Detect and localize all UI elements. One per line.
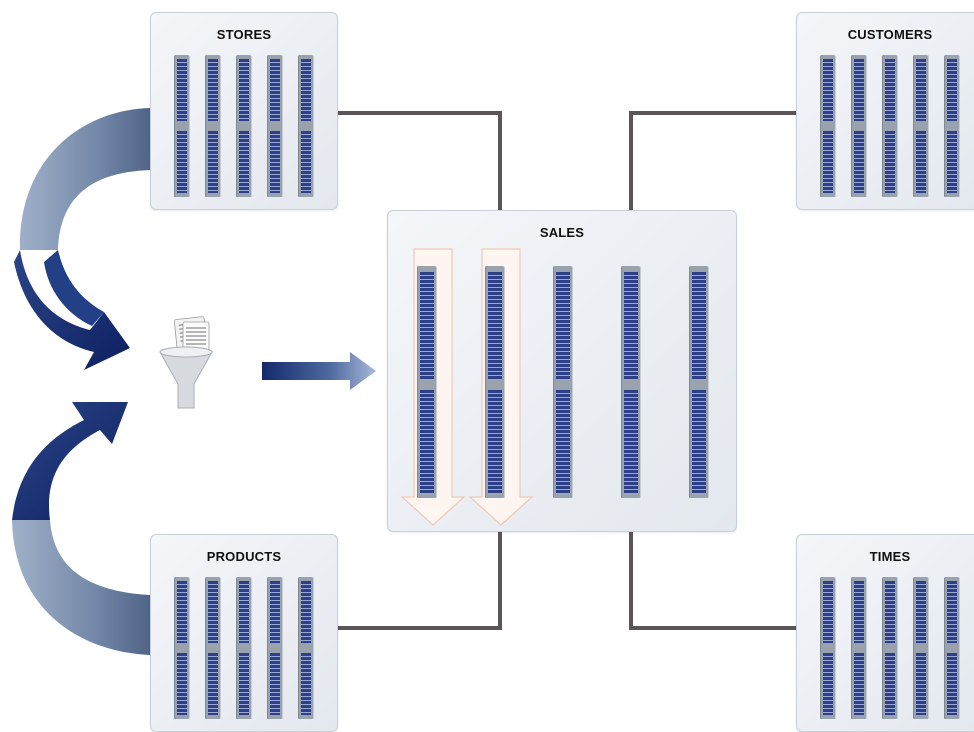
column-segment: [692, 390, 706, 494]
table-column: [945, 55, 959, 197]
column-segment: [947, 653, 957, 715]
column-segment: [488, 390, 502, 494]
table-column: [852, 55, 866, 197]
sales-table[interactable]: SALES: [387, 210, 737, 532]
column-segment: [177, 59, 187, 121]
column-segment: [270, 653, 280, 715]
column-segment: [556, 272, 570, 380]
products-sales-connector: [337, 531, 502, 630]
stores-sales-connector: [337, 111, 502, 210]
table-column: [206, 577, 220, 719]
column-segment: [823, 59, 833, 121]
column-segment: [301, 131, 311, 193]
table-column: [883, 55, 897, 197]
column-segment: [208, 581, 218, 643]
table-column: [175, 577, 189, 719]
column-segment: [177, 653, 187, 715]
stores-title: STORES: [216, 27, 272, 42]
column-segment: [823, 131, 833, 193]
column-segment: [823, 581, 833, 643]
column-segment: [208, 59, 218, 121]
curved-arrow-icon: [14, 108, 150, 370]
column-segment: [556, 390, 570, 494]
column-segment: [270, 581, 280, 643]
customers-sales-connector: [629, 111, 796, 210]
column-segment: [177, 131, 187, 193]
table-column: [945, 577, 959, 719]
table-column: [914, 577, 928, 719]
column-segment: [270, 131, 280, 193]
times-table[interactable]: TIMES: [796, 534, 974, 732]
customers-title: CUSTOMERS: [847, 27, 933, 42]
column-segment: [885, 59, 895, 121]
column-segment: [420, 390, 434, 494]
column-segment: [885, 581, 895, 643]
table-column: [237, 55, 251, 197]
right-arrow-icon: [262, 352, 376, 390]
table-column: [690, 266, 708, 498]
column-segment: [488, 272, 502, 380]
column-segment: [854, 653, 864, 715]
column-segment: [301, 59, 311, 121]
column-segment: [947, 59, 957, 121]
table-column: [206, 55, 220, 197]
column-segment: [947, 581, 957, 643]
column-segment: [947, 131, 957, 193]
table-column: [554, 266, 572, 498]
column-segment: [239, 59, 249, 121]
column-segment: [823, 653, 833, 715]
column-segment: [692, 272, 706, 380]
table-column: [852, 577, 866, 719]
times-sales-connector: [629, 531, 796, 630]
column-segment: [239, 131, 249, 193]
column-segment: [916, 653, 926, 715]
column-segment: [208, 131, 218, 193]
times-title: TIMES: [869, 549, 911, 564]
products-table[interactable]: PRODUCTS: [150, 534, 338, 732]
table-column: [821, 55, 835, 197]
table-column: [268, 577, 282, 719]
column-segment: [885, 653, 895, 715]
funnel-filter-icon: [159, 316, 213, 409]
column-segment: [270, 59, 280, 121]
column-segment: [854, 59, 864, 121]
table-column: [622, 266, 640, 498]
products-title: PRODUCTS: [206, 549, 282, 564]
column-segment: [885, 131, 895, 193]
table-column: [418, 266, 436, 498]
column-segment: [854, 131, 864, 193]
column-segment: [301, 653, 311, 715]
table-column: [486, 266, 504, 498]
sales-title: SALES: [539, 225, 585, 240]
table-column: [299, 577, 313, 719]
column-segment: [916, 59, 926, 121]
stores-table[interactable]: STORES: [150, 12, 338, 210]
table-column: [821, 577, 835, 719]
column-segment: [916, 131, 926, 193]
table-column: [299, 55, 313, 197]
table-column: [268, 55, 282, 197]
column-segment: [420, 272, 434, 380]
table-column: [175, 55, 189, 197]
column-segment: [208, 653, 218, 715]
column-segment: [624, 272, 638, 380]
column-segment: [177, 581, 187, 643]
column-segment: [916, 581, 926, 643]
table-column: [883, 577, 897, 719]
table-column: [914, 55, 928, 197]
column-segment: [301, 581, 311, 643]
customers-table[interactable]: CUSTOMERS: [796, 12, 974, 210]
column-segment: [239, 653, 249, 715]
column-segment: [624, 390, 638, 494]
column-segment: [854, 581, 864, 643]
curved-arrow-icon: [12, 402, 150, 655]
column-segment: [239, 581, 249, 643]
table-column: [237, 577, 251, 719]
